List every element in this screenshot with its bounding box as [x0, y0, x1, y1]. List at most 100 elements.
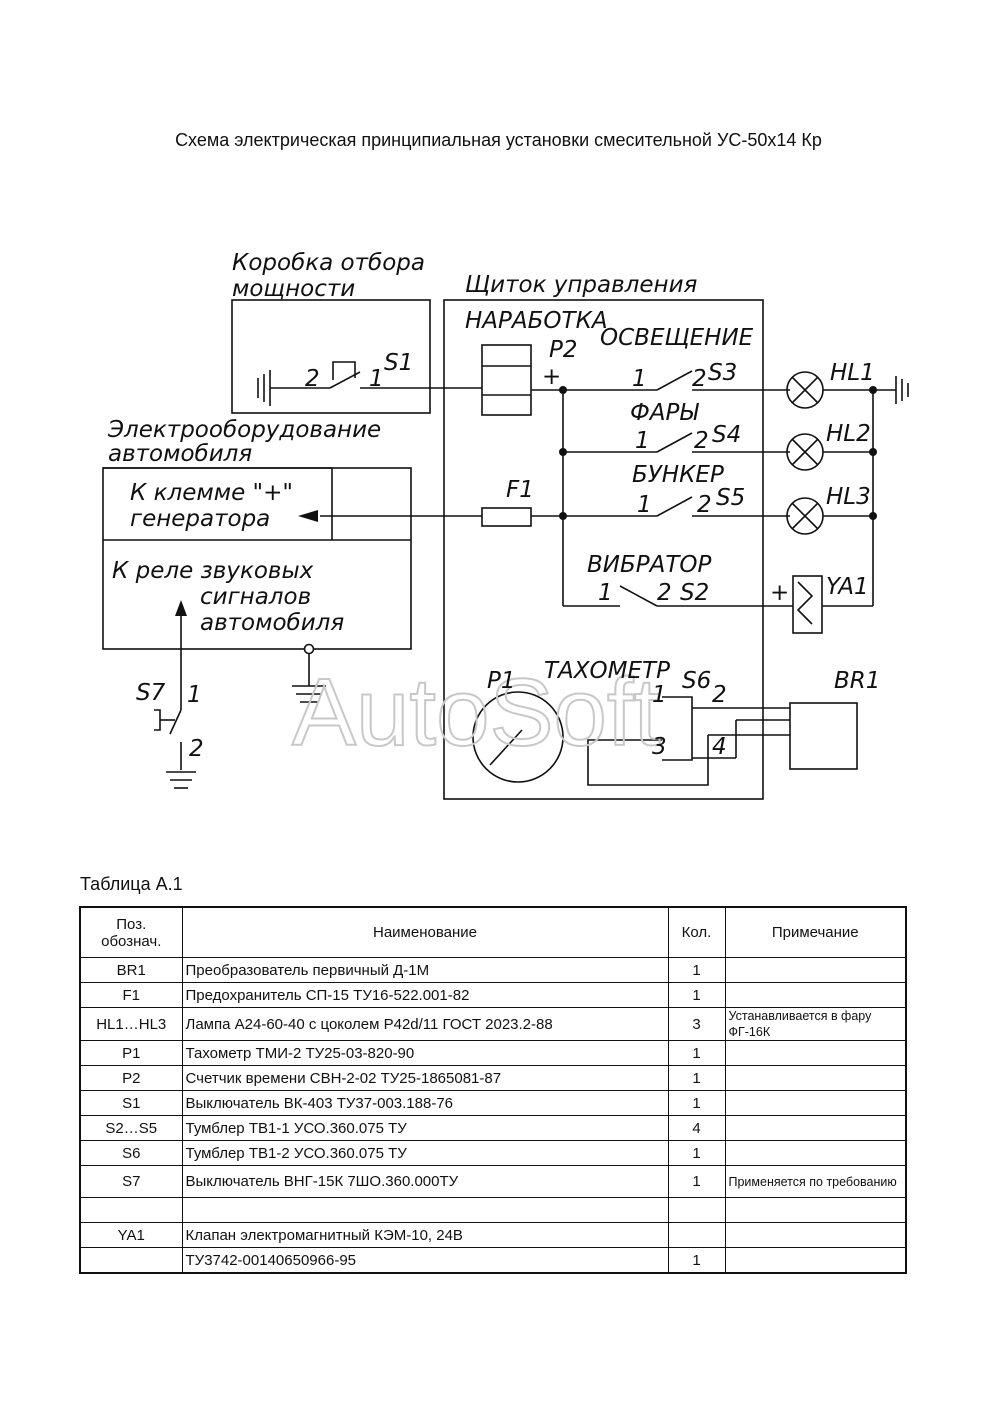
col-header-pos-line1: Поз. — [116, 915, 147, 933]
pin-s6-4: 4 — [712, 734, 727, 760]
sensor-br1 — [789, 702, 858, 770]
cell-pos: S7 — [79, 1165, 183, 1198]
cell-note — [724, 1090, 907, 1116]
takhometr-label: ТАХОМЕТР — [544, 658, 670, 684]
fuse-f1 — [481, 507, 532, 527]
vibrator-label: ВИБРАТОР — [587, 552, 712, 578]
cell-note — [724, 1247, 907, 1274]
col-header-qty: Кол. — [667, 906, 726, 958]
ref-f1: F1 — [506, 477, 534, 503]
ref-s3: S3 — [708, 360, 737, 386]
solenoid-valve-ya1 — [792, 575, 823, 634]
cell-name — [181, 1197, 669, 1223]
cell-name: Тумблер ТВ1-1 УСО.360.075 ТУ — [181, 1115, 669, 1141]
ref-hl3: HL3 — [826, 484, 871, 510]
ref-hl1: HL1 — [830, 360, 875, 386]
col-header-pos: Поз. обознач. — [79, 906, 183, 958]
cell-qty: 1 — [667, 1040, 726, 1066]
auto-label-line1: Электрооборудование — [107, 417, 381, 443]
bunker-label: БУНКЕР — [632, 462, 724, 488]
cell-note: Устанавливается в фару ФГ-16К — [724, 1007, 907, 1041]
cell-qty: 1 — [667, 1090, 726, 1116]
ref-s6: S6 — [682, 668, 711, 694]
pto-label-line1: Коробка отбора — [232, 250, 425, 276]
cell-qty: 1 — [667, 1140, 726, 1166]
cell-note — [724, 957, 907, 983]
cell-name: Тумблер ТВ1-2 УСО.360.075 ТУ — [181, 1140, 669, 1166]
generator-label-line2: генератора — [130, 506, 270, 532]
ref-p1: P1 — [487, 668, 516, 694]
pin-s4-2: 2 — [694, 428, 709, 454]
cell-name: Выключатель ВК-403 ТУ37-003.188-76 — [181, 1090, 669, 1116]
cell-qty: 4 — [667, 1115, 726, 1141]
ref-hl2: HL2 — [826, 421, 871, 447]
cell-pos: YA1 — [79, 1222, 183, 1248]
cell-qty: 1 — [667, 957, 726, 983]
cell-name: Лампа А24-60-40 с цоколем Р42d/11 ГОСТ 2… — [181, 1007, 669, 1041]
fary-label: ФАРЫ — [630, 400, 699, 426]
cell-note — [724, 982, 907, 1008]
cell-note — [724, 1115, 907, 1141]
col-header-name: Наименование — [181, 906, 669, 958]
cell-note — [724, 1222, 907, 1248]
control-panel-box — [443, 299, 764, 800]
pin-p2-plus: + — [542, 364, 561, 390]
ref-s7: S7 — [136, 680, 166, 706]
cell-pos: HL1…HL3 — [79, 1007, 183, 1041]
cell-pos: BR1 — [79, 957, 183, 983]
cell-name: ТУ3742-00140650966-95 — [181, 1247, 669, 1274]
horn-relay-line2: сигналов — [200, 584, 311, 610]
pin-s2-1: 1 — [598, 580, 613, 606]
pin-s6-3: 3 — [652, 734, 667, 760]
narabotka-label: НАРАБОТКА — [465, 308, 608, 334]
cell-pos: S2…S5 — [79, 1115, 183, 1141]
tachometer-p1 — [472, 691, 564, 783]
cell-qty: 1 — [667, 1065, 726, 1091]
cell-qty: 1 — [667, 1165, 726, 1198]
pin-s1-1: 1 — [369, 366, 384, 392]
cell-pos: S1 — [79, 1090, 183, 1116]
cell-note — [724, 1065, 907, 1091]
cell-pos — [79, 1197, 183, 1223]
pin-s2-2: 2 — [657, 580, 672, 606]
auto-label-line2: автомобиля — [108, 441, 252, 467]
pto-label-line2: мощности — [232, 276, 355, 302]
ref-p2: P2 — [549, 337, 578, 363]
osveshchenie-label: ОСВЕЩЕНИЕ — [600, 325, 754, 351]
ref-ya1: YA1 — [826, 574, 869, 600]
ref-s1: S1 — [384, 350, 413, 376]
cell-pos: F1 — [79, 982, 183, 1008]
cell-qty: 1 — [667, 1247, 726, 1274]
pin-s5-2: 2 — [697, 492, 712, 518]
parts-table: Поз. обознач. Наименование Кол. Примечан… — [79, 906, 907, 1274]
electrical-schematic: AutoSoft Коробка отбора мощности Щиток у… — [102, 250, 909, 800]
col-header-pos-line2: обознач. — [101, 932, 162, 950]
cell-note: Применяется по требованию — [724, 1165, 907, 1198]
panel-label: Щиток управления — [465, 272, 698, 298]
table-header-row: Поз. обознач. Наименование Кол. Примечан… — [79, 906, 907, 958]
pin-s7-1: 1 — [187, 682, 202, 708]
cell-note — [724, 1197, 907, 1223]
generator-label-line1: К клемме "+" — [130, 480, 293, 506]
pin-s3-1: 1 — [632, 366, 647, 392]
lamp-hl2 — [786, 433, 824, 471]
cell-pos: P2 — [79, 1065, 183, 1091]
cell-pos — [79, 1247, 183, 1274]
pin-s4-1: 1 — [635, 428, 650, 454]
ref-br1: BR1 — [834, 668, 880, 694]
p2-hour-counter — [481, 344, 532, 416]
cell-note — [724, 1040, 907, 1066]
cell-name: Предохранитель СП-15 ТУ16-522.001-82 — [181, 982, 669, 1008]
cell-qty: 3 — [667, 1007, 726, 1041]
pin-s7-2: 2 — [189, 736, 204, 762]
ref-s5: S5 — [716, 485, 745, 511]
lamp-hl1 — [786, 371, 824, 409]
